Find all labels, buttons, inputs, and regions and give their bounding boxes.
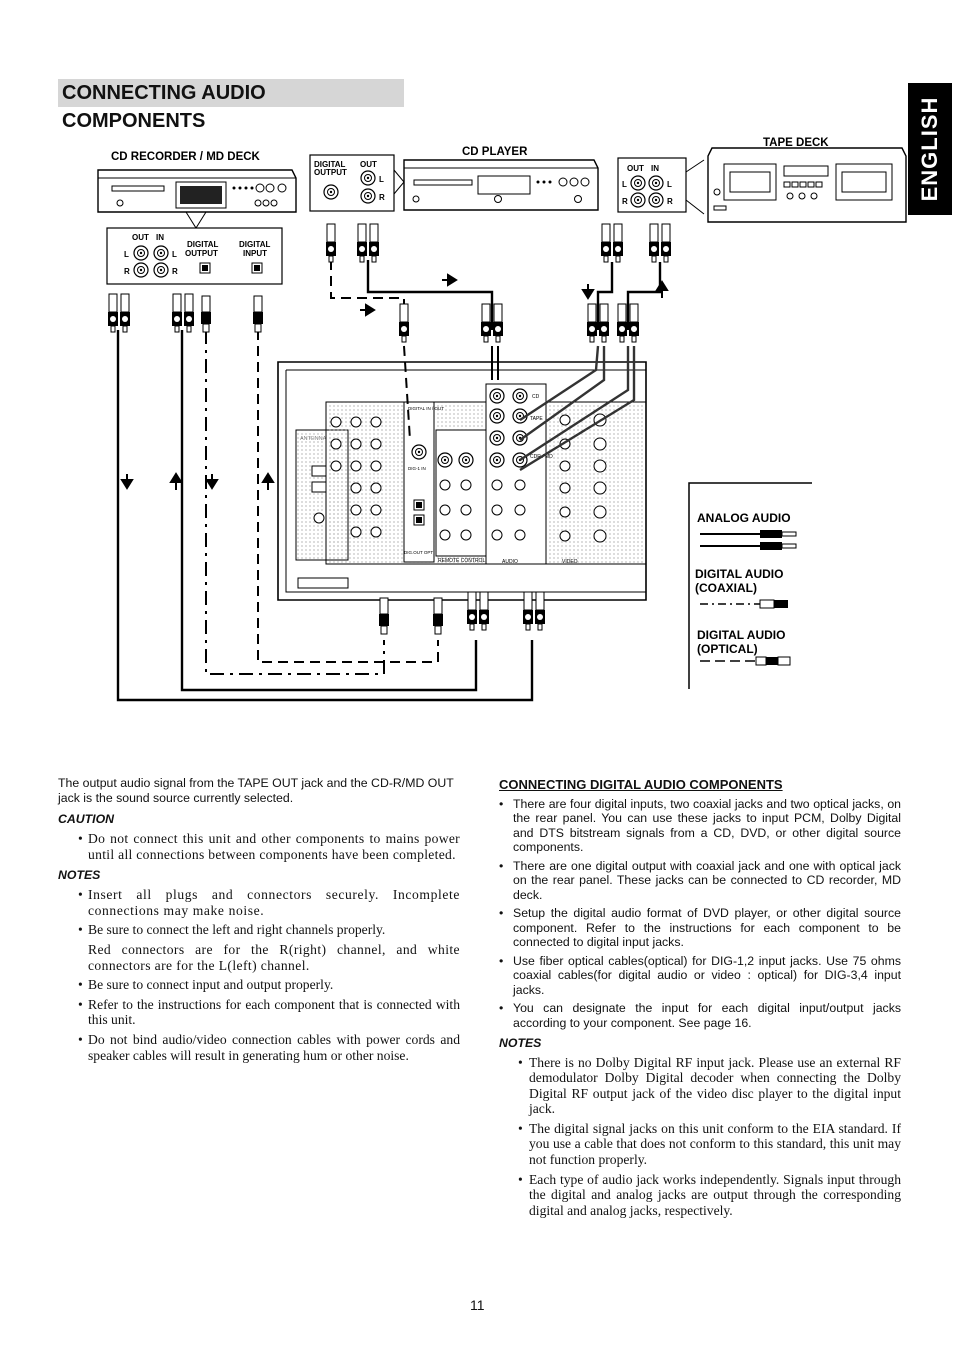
intro-paragraph: The output audio signal from the TAPE OU… <box>58 776 454 805</box>
cdr-r-label-b: R <box>172 267 178 276</box>
page-title: CONNECTING AUDIO COMPONENTS <box>58 79 404 132</box>
digital-item: Setup the digital audio format of DVD pl… <box>499 906 901 950</box>
tape-l-label-a: L <box>622 180 627 189</box>
tape-out-label: OUT <box>627 164 644 173</box>
cdr-out-label: OUT <box>132 233 149 242</box>
tape-deck-label: TAPE DECK <box>763 137 829 149</box>
cdp-digital-label: DIGITAL <box>314 160 346 169</box>
legend-coaxial-label-2: (COAXIAL) <box>695 581 757 595</box>
digital-heading: CONNECTING DIGITAL AUDIO COMPONENTS <box>499 777 783 792</box>
digital-item: There are four digital inputs, two coaxi… <box>499 797 901 855</box>
cdr-r-label-a: R <box>124 267 130 276</box>
cdr-l-label-b: L <box>172 250 177 259</box>
digital-item: Use fiber optical cables(optical) for DI… <box>499 954 901 998</box>
tape-r-label-b: R <box>667 197 673 206</box>
right-note-item: The digital signal jacks on this unit co… <box>515 1121 901 1168</box>
note-continuation: Red connectors are for the R(right) chan… <box>88 941 460 973</box>
note-item: Do not bind audio/video connection cable… <box>58 1032 460 1063</box>
cdr-digital-label-b: DIGITAL <box>239 240 271 249</box>
digital-item: There are one digital output with coaxia… <box>499 859 901 903</box>
note-item: Be sure to connect the left and right ch… <box>58 922 460 938</box>
cd-recorder-device: CD RECORDER / MD DECK OUT IN L L R R DIG… <box>97 151 297 285</box>
connection-diagram: CD RECORDER / MD DECK OUT IN L L R R DIG… <box>97 137 907 702</box>
tape-r-label-a: R <box>622 197 628 206</box>
cdr-l-label-a: L <box>124 250 129 259</box>
remote-control-label: REMOTE CONTROL <box>438 558 485 564</box>
cdr-digital-label-a: DIGITAL <box>187 240 219 249</box>
cdp-out-label: OUT <box>360 160 377 169</box>
cdp-r-label: R <box>379 193 385 202</box>
dig-in-label: DIG-1 IN <box>408 466 426 471</box>
receiver-rear-panel: ANTENNA DIGITAL IN / OUT DIG-1 IN DIG.OU… <box>277 361 647 601</box>
right-notes-label: NOTES <box>499 1036 542 1050</box>
notes-list-2: Be sure to connect input and output prop… <box>58 977 460 1063</box>
legend-optical-label-2: (OPTICAL) <box>697 642 758 656</box>
left-column: The output audio signal from the TAPE OU… <box>58 776 460 1067</box>
cdr-digital-input-label: INPUT <box>243 249 267 258</box>
right-note-item: There is no Dolby Digital RF input jack.… <box>515 1055 901 1117</box>
video-panel-label: VIDEO <box>562 559 578 565</box>
legend-analog-label: ANALOG AUDIO <box>697 511 791 525</box>
cd-panel-label: CD <box>532 394 540 400</box>
cd-player-label: CD PLAYER <box>462 146 528 158</box>
tape-in-label: IN <box>651 164 659 173</box>
page-number: 11 <box>470 1297 485 1313</box>
notes-list: Insert all plugs and connectors securely… <box>58 887 460 938</box>
note-item: Refer to the instructions for each compo… <box>58 997 460 1028</box>
tape-l-label-b: L <box>667 180 672 189</box>
note-item: Insert all plugs and connectors securely… <box>58 887 460 918</box>
caution-label: CAUTION <box>58 812 115 826</box>
caution-list: Do not connect this unit and other compo… <box>58 831 460 862</box>
audio-panel-label: AUDIO <box>502 559 518 565</box>
digital-in-out-label: DIGITAL IN / OUT <box>408 406 444 411</box>
tape-panel-label: TAPE <box>530 416 543 422</box>
legend-optical-label-1: DIGITAL AUDIO <box>697 628 785 642</box>
cdp-l-label: L <box>379 175 384 184</box>
cdr-digital-output-label: OUTPUT <box>185 249 218 258</box>
legend-coaxial-label-1: DIGITAL AUDIO <box>695 567 783 581</box>
cable-legend: ANALOG AUDIO DIGITAL AUDIO (COAXIAL) DIG… <box>688 482 812 689</box>
caution-item: Do not connect this unit and other compo… <box>58 831 460 862</box>
cables <box>116 260 662 702</box>
cdr-in-label: IN <box>156 233 164 242</box>
language-tab: ENGLISH <box>908 83 952 215</box>
digital-list: There are four digital inputs, two coaxi… <box>499 797 901 1031</box>
signal-arrows <box>120 273 669 490</box>
cd-player-device: CD PLAYER DIGITAL OUTPUT OUT L R <box>309 146 599 212</box>
tape-deck-device: TAPE DECK OUT IN L L R R <box>617 137 907 223</box>
cd-recorder-label: CD RECORDER / MD DECK <box>111 151 261 163</box>
cdp-output-label: OUTPUT <box>314 168 347 177</box>
right-notes-list: There is no Dolby Digital RF input jack.… <box>499 1055 901 1219</box>
note-item: Be sure to connect input and output prop… <box>58 977 460 993</box>
right-column: CONNECTING DIGITAL AUDIO COMPONENTS Ther… <box>499 777 901 1222</box>
right-note-item: Each type of audio jack works independen… <box>515 1172 901 1219</box>
dig-out-opt-label: DIG.OUT OPT <box>404 550 433 555</box>
notes-label: NOTES <box>58 868 101 883</box>
antenna-label: ANTENNA <box>300 436 327 442</box>
digital-item: You can designate the input for each dig… <box>499 1001 901 1030</box>
